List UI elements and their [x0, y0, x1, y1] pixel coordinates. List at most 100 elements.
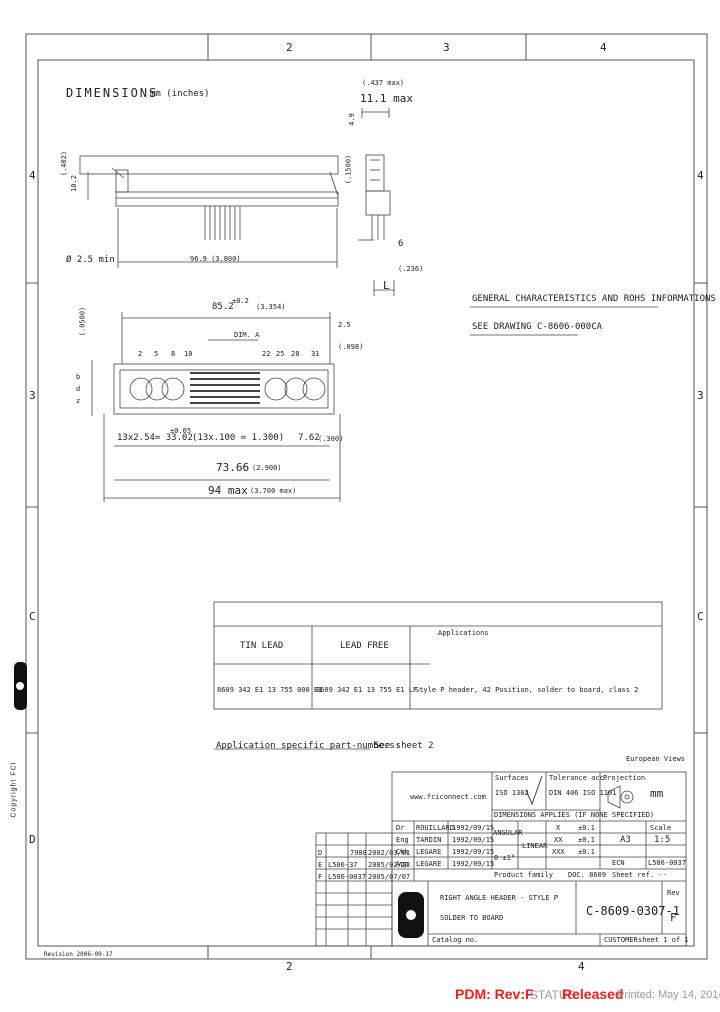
zone-label-left-d: D: [29, 833, 36, 846]
linear-label: LINEAR: [522, 842, 548, 850]
lin-xx: XX: [554, 836, 563, 844]
name-dr: ROUILLARD: [416, 824, 454, 832]
role-chk: Chk: [396, 848, 409, 856]
col-tin-lead: TIN LEAD: [240, 641, 284, 651]
date-chk: 1992/09/15: [452, 848, 495, 856]
name-eng: TARDIN: [416, 836, 442, 844]
row-label-z: z: [76, 397, 81, 405]
zone-label-top-2: 2: [286, 41, 293, 54]
rev-row-d-rev: D: [318, 849, 323, 857]
pdm-revision: PDM: Rev:F: [455, 986, 534, 1002]
zone-label-top-3: 3: [443, 41, 450, 54]
pin-num-8: 8: [171, 350, 176, 358]
catalog-label: Catalog no.: [432, 936, 479, 944]
plan-right-dim: (.098): [338, 343, 364, 351]
angular-value: 0 ±1°: [494, 854, 516, 862]
lin-xx-val: ±0.1: [578, 836, 595, 844]
part-description: Style P header, 42 Position, solder to b…: [415, 686, 639, 694]
pn-lead-free: 8609 342 E1 13 755 E1 LF: [316, 686, 418, 694]
status-value: Released: [562, 986, 624, 1002]
date-dr: 1992/09/15: [452, 824, 495, 832]
front-width-dim: 96.9 (3.800): [190, 255, 241, 263]
projection-label: Projection: [603, 774, 646, 782]
plan-dim-left: 13x2.54= 33.02: [117, 433, 193, 443]
plan-dim-94: 94 max: [208, 484, 248, 497]
front-hole-dim: Ø 2.5 min: [66, 255, 115, 265]
plan-right-dim2: 2.5: [338, 321, 351, 329]
pin-num-31: 31: [311, 350, 320, 358]
pin-grid: [190, 372, 260, 404]
pin-num-28: 28: [291, 350, 300, 358]
row-label-b: b: [76, 373, 81, 381]
zone-label-right-3: 3: [697, 389, 704, 402]
zone-label-bottom-4: 4: [578, 960, 585, 973]
date-eng: 1992/09/15: [452, 836, 495, 844]
side-tail-dim: 6: [398, 239, 404, 249]
rev-row-f-date: 2005/07/07: [368, 873, 411, 881]
side-top-dim-mm: 11.1 max: [360, 92, 413, 105]
zone-label-right-c: C: [697, 610, 704, 623]
surfaces-label: Surfaces: [495, 774, 529, 782]
role-app: App: [396, 860, 409, 868]
lin-x-val: ±0.1: [578, 824, 595, 832]
side-height-dim: 4.9: [347, 113, 356, 126]
european-views: European Views: [626, 755, 686, 763]
drawing-title: DIMENSIONS: [66, 86, 159, 100]
lin-xxx: XXX: [552, 848, 565, 856]
rev-row-e-date: 2005/02/23: [368, 861, 411, 869]
rev-row-e-ecn: L506-37: [328, 861, 358, 869]
plan-dim-right: 7.62: [298, 433, 320, 443]
scale-label: Scale: [650, 824, 672, 832]
side-tail-dim-in: (.236): [398, 265, 424, 273]
drawing-number: C-8609-0307-1: [586, 904, 680, 918]
printed-date: Printed: May 14, 2014: [617, 989, 720, 1001]
side-view: [358, 108, 395, 296]
role-eng: Eng: [396, 836, 409, 844]
rev-value: F: [670, 911, 677, 924]
name-app: LEGARE: [416, 860, 442, 868]
surfaces-value: ISO 1302: [495, 789, 529, 797]
general-info-lines: [470, 306, 658, 336]
row-label-d: d: [76, 385, 81, 393]
ecn-label: ECN: [612, 859, 625, 867]
dims-note: DIMENSIONS APPLIES (IF NONE SPECIFIED): [494, 811, 655, 819]
pin-num-22: 22: [262, 350, 271, 358]
side-l-label: L: [383, 279, 390, 292]
sheet-number: sheet 1 of 1: [638, 936, 689, 944]
plan-top-dim: 85.2: [212, 302, 234, 312]
sheet-ref: Sheet ref. --: [612, 871, 667, 879]
bottom-left-note: Revision 2006-09-17: [44, 951, 113, 958]
plan-dim-a: DIM. A: [234, 331, 260, 339]
plan-dim-94-in: (3.700 max): [250, 487, 297, 495]
date-app: 1992/09/15: [452, 860, 495, 868]
doc-label: DOC. 8609: [568, 871, 606, 879]
plan-top-dim-tol: ±0.2: [232, 297, 249, 305]
front-view: [79, 155, 339, 268]
rev-label: Rev: [667, 889, 680, 897]
plan-left-dim: (.0500): [78, 306, 87, 337]
title-line-2: SOLDER TO BOARD: [440, 914, 504, 922]
plan-view: [91, 312, 341, 502]
plan-dim-left-tol: ±0.05: [170, 427, 192, 435]
pin-num-5: 5: [154, 350, 159, 358]
rev-row-f-rev: F: [318, 873, 323, 881]
zone-label-top-4: 4: [600, 41, 607, 54]
sheet-format: A3: [620, 835, 631, 845]
status-label: STATUS:: [530, 988, 579, 1002]
zone-label-left-4: 4: [29, 169, 36, 182]
website: www.fciconnect.com: [410, 793, 486, 801]
rev-row-d-date: 2002/03/01: [368, 849, 411, 857]
tolerance-label: Tolerance acc.: [549, 774, 609, 782]
pin-num-2: 2: [138, 350, 143, 358]
plan-top-dim-in: (3.354): [256, 303, 286, 311]
zone-label-left-c: C: [29, 610, 36, 623]
general-info-label: GENERAL CHARACTERISTICS AND ROHS INFORMA…: [472, 294, 716, 304]
pin-num-25: 25: [276, 350, 285, 358]
col-lead-free: LEAD FREE: [340, 641, 389, 651]
side-top-dim-in: (.437 max): [362, 79, 405, 87]
plan-dim-right-in: (.300): [318, 435, 344, 443]
copyright: Copyright FCI: [10, 761, 18, 818]
title-line-1: RIGHT ANGLE HEADER - STYLE P: [440, 894, 559, 902]
col-applications: Applications: [438, 629, 489, 637]
units-label: mm: [650, 787, 664, 800]
